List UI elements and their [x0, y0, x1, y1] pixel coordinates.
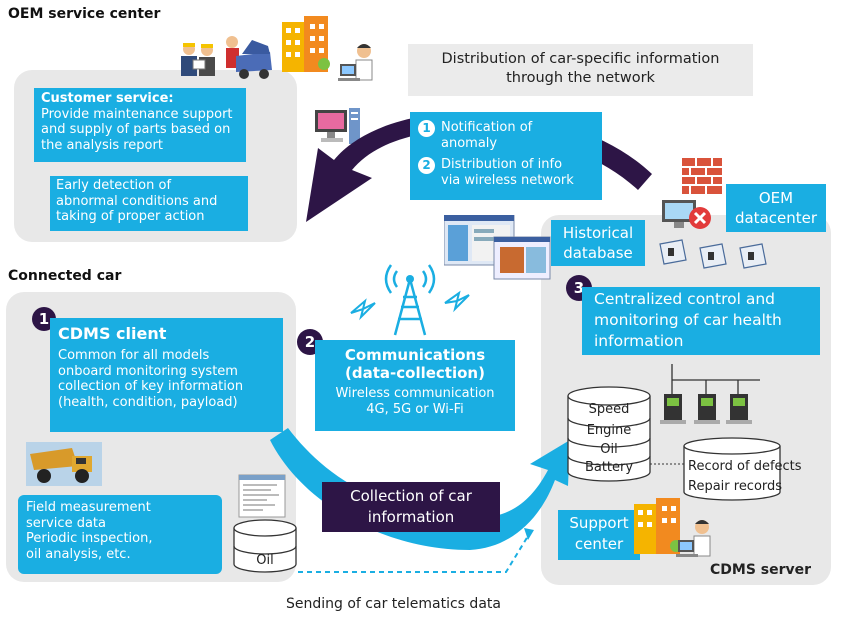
db-battery: Battery: [584, 460, 634, 475]
cell-tower-icon: [345, 257, 475, 337]
server-icon: [656, 238, 776, 272]
field-measurement-box: Field measurement service data Periodic …: [18, 495, 222, 574]
central-control-box: Centralized control and monitoring of ca…: [582, 287, 820, 355]
step-2-badge: 2: [418, 157, 435, 174]
notification-distribution-text: Distribution of info via wireless networ…: [441, 157, 574, 188]
cdms-client-title: CDMS client: [58, 324, 167, 343]
operator-icon: [338, 42, 380, 82]
firewall-icon: [682, 158, 722, 194]
report-document-icon: [238, 474, 288, 520]
cdms-server-label: CDMS server: [710, 562, 812, 578]
step-1-badge: 1: [418, 120, 435, 137]
support-center-box: Support center: [558, 510, 640, 560]
oil-label: Oil: [256, 553, 274, 568]
computer-icon: [313, 106, 361, 150]
mechanic-car-icon: [222, 34, 274, 82]
customer-service-box: Customer service: Provide maintenance su…: [34, 88, 246, 162]
communications-box: Communications (data-collection) Wireles…: [315, 340, 515, 431]
collection-box: Collection of car information: [322, 482, 500, 532]
workers-icon: [177, 40, 219, 78]
notification-box: 1 Notification of anomaly 2 Distribution…: [410, 112, 602, 200]
repair-records-label: Repair records: [688, 479, 783, 494]
notification-anomaly-text: Notification of anomaly: [441, 120, 533, 151]
building-icon: [280, 16, 330, 72]
health-database-cylinder: [567, 386, 651, 482]
screenshot-collage-icon: [443, 214, 554, 281]
historical-database-box: Historical database: [551, 220, 645, 266]
support-building-icon: [632, 498, 682, 554]
oem-heading: OEM service center: [8, 6, 161, 22]
connected-car-heading: Connected car: [8, 268, 122, 284]
monitor-error-icon: [660, 198, 714, 234]
cdms-client-box: CDMS client Common for all models onboar…: [50, 318, 283, 432]
oem-datacenter-box: OEM datacenter: [726, 184, 826, 232]
support-operator-icon: [676, 518, 718, 558]
db-oil: Oil: [600, 442, 618, 457]
early-detection-box: Early detection of abnormal conditions a…: [50, 176, 248, 231]
telematics-caption: Sending of car telematics data: [286, 596, 501, 612]
cdms-client-text: Common for all models onboard monitoring…: [58, 348, 244, 410]
customer-service-text: Provide maintenance support and supply o…: [41, 106, 233, 153]
db-speed: Speed: [588, 402, 630, 417]
distribution-note: Distribution of car-specific information…: [408, 44, 753, 96]
record-of-defects-label: Record of defects: [688, 459, 802, 474]
records-cylinder: [650, 437, 781, 501]
db-engine: Engine: [586, 423, 632, 438]
server-network: [660, 364, 760, 424]
dump-truck-icon: [26, 442, 102, 486]
communications-text: Wireless communication 4G, 5G or Wi-Fi: [335, 386, 495, 417]
customer-service-title: Customer service:: [41, 91, 174, 106]
communications-title: Communications (data-collection): [344, 346, 486, 382]
